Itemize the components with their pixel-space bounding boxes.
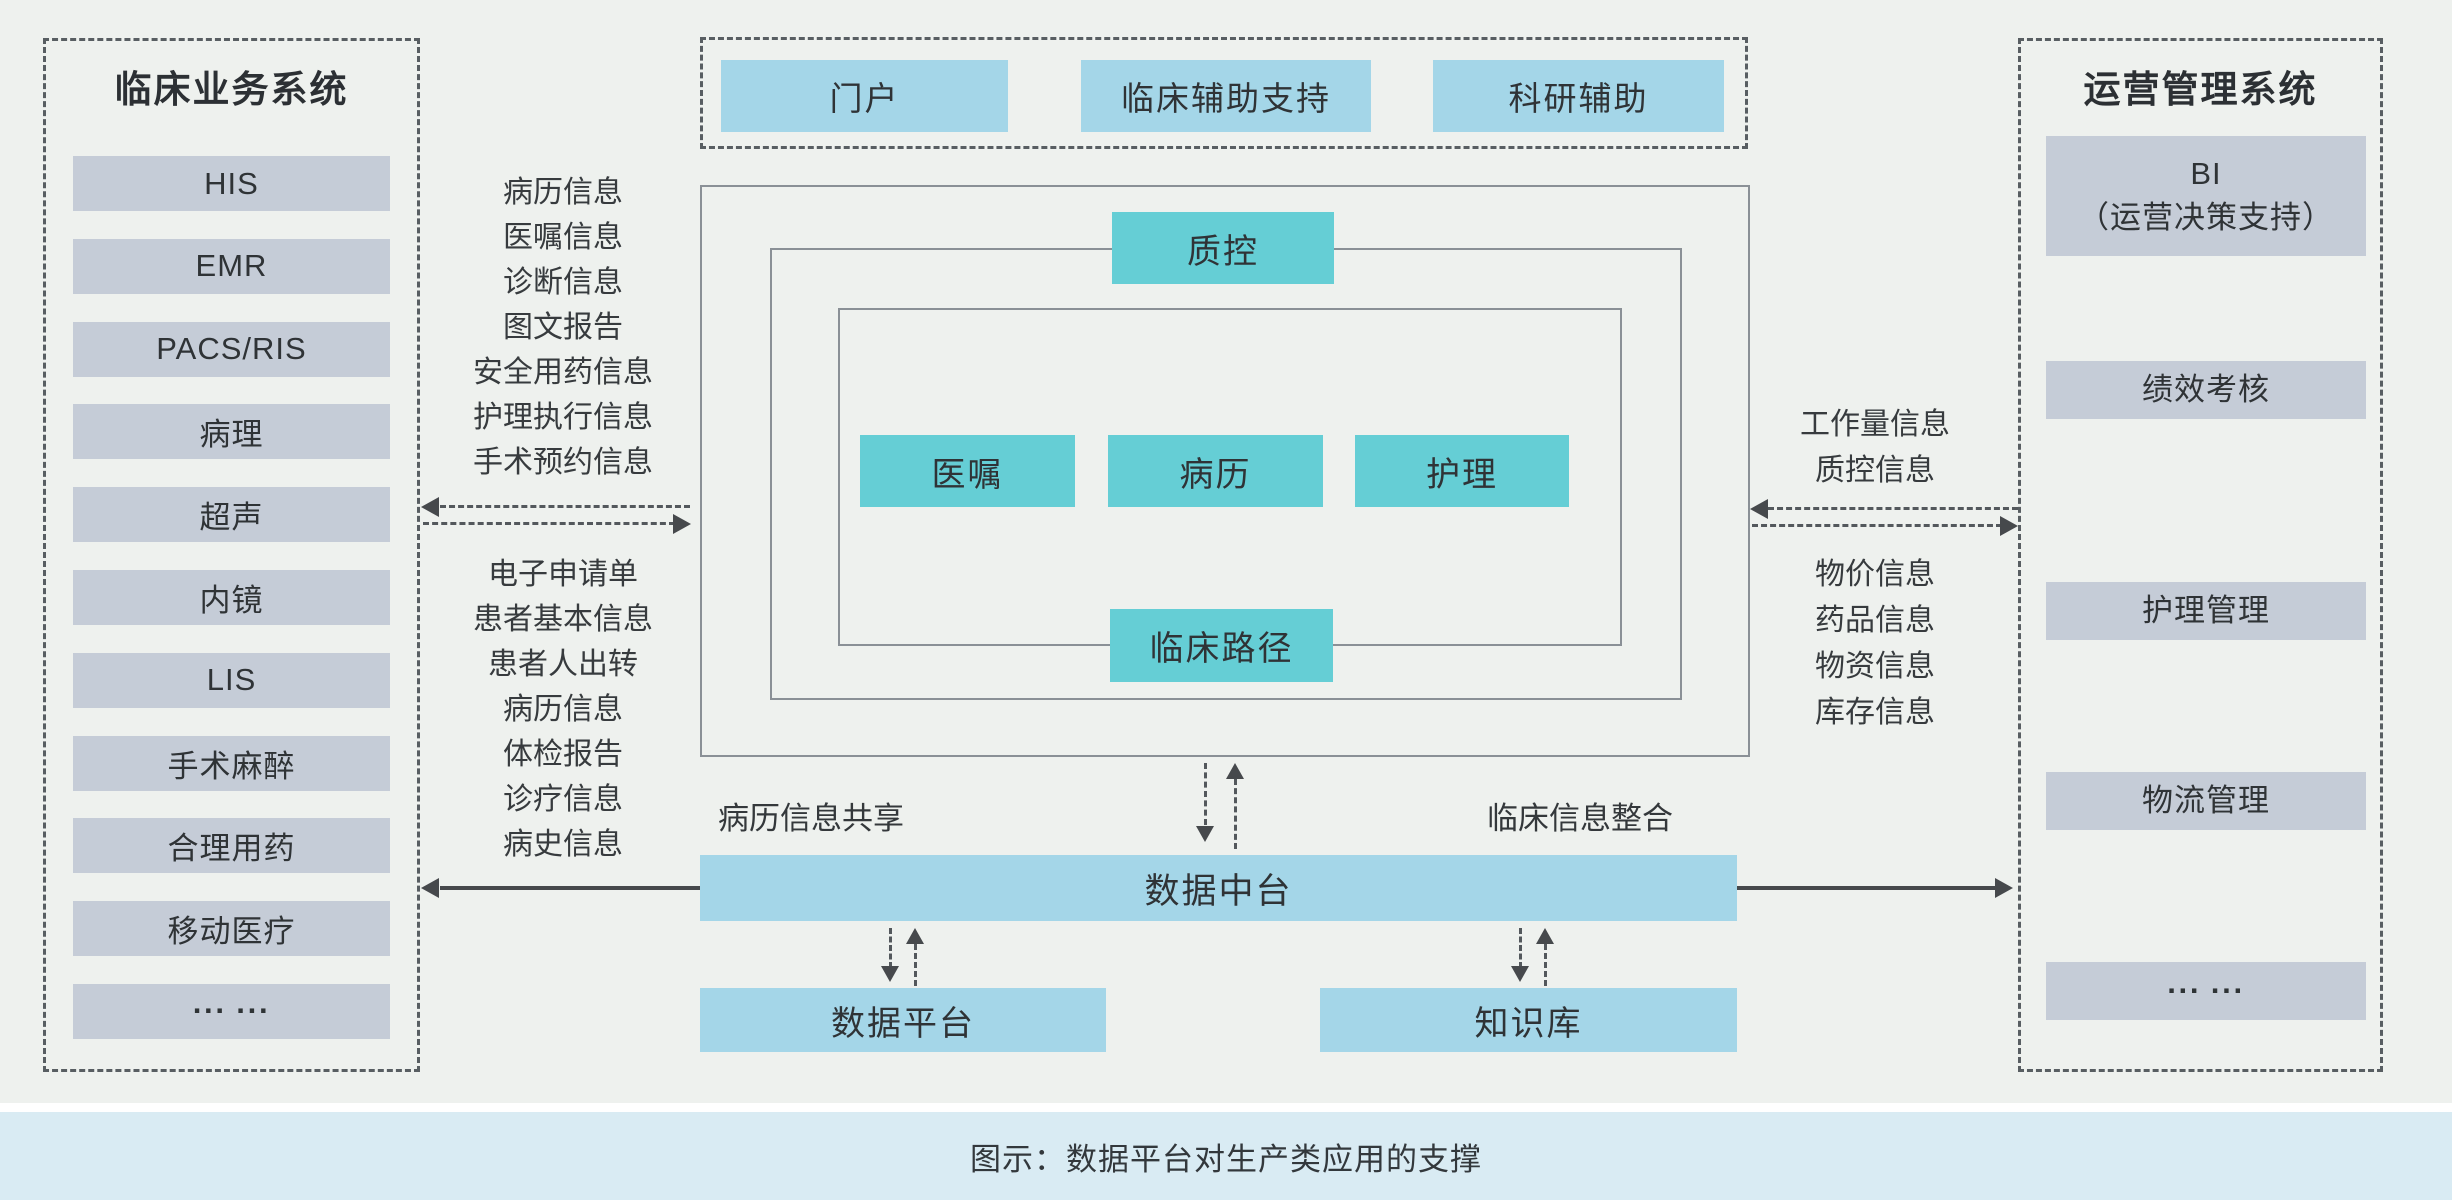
bar-to-knowledge-line-down xyxy=(1519,928,1522,968)
system-item-ultrasound: 超声 xyxy=(73,487,390,543)
right-exchange-line-out xyxy=(1768,507,2018,510)
data-platform-box: 数据平台 xyxy=(700,988,1106,1052)
bar-to-operations-line xyxy=(1737,886,1997,890)
app-clinical-assist: 临床辅助支持 xyxy=(1081,60,1371,132)
system-item-his: HIS xyxy=(73,156,390,211)
diagram-caption: 图示：数据平台对生产类应用的支撑 xyxy=(970,1141,1482,1177)
bar-to-knowledge-arrowhead-down-icon xyxy=(1511,966,1529,982)
clinical-systems-panel: 临床业务系统 HIS EMR PACS/RIS 病理 超声 内镜 LIS 手术麻… xyxy=(43,38,420,1072)
right-outbound-info: 工作量信息 质控信息 xyxy=(1750,402,2000,494)
core-outer-rect xyxy=(700,185,1750,757)
system-item-endoscopy: 内镜 xyxy=(73,569,390,625)
caption-strip: 图示：数据平台对生产类应用的支撑 xyxy=(0,1112,2452,1200)
core-to-platform-arrowhead-down-icon xyxy=(1196,826,1214,842)
core-pathway-box: 临床路径 xyxy=(1110,609,1333,682)
ops-item-logistics-mgmt: 物流管理 xyxy=(2046,772,2366,830)
info-line: 诊断信息 xyxy=(503,266,623,299)
info-line: 物价信息 xyxy=(1815,558,1935,591)
system-item-pacs-ris: PACS/RIS xyxy=(73,321,390,377)
knowledge-to-bar-arrowhead-up-icon xyxy=(1536,928,1554,944)
right-exchange-arrowhead-right-icon xyxy=(2000,516,2018,536)
system-item-emr: EMR xyxy=(73,238,390,294)
dataplatform-to-bar-line-up xyxy=(914,944,917,986)
info-line: 质控信息 xyxy=(1815,454,1935,487)
ops-item-performance: 绩效考核 xyxy=(2046,361,2366,419)
left-exchange-arrowhead-right-icon xyxy=(673,514,691,534)
system-item-lis: LIS xyxy=(73,652,390,708)
app-research-assist: 科研辅助 xyxy=(1433,60,1724,132)
core-to-platform-line-down xyxy=(1204,763,1207,825)
left-exchange-arrowhead-left-icon xyxy=(421,497,439,517)
left-outbound-info: 病历信息 医嘱信息 诊断信息 图文报告 安全用药信息 护理执行信息 手术预约信息 xyxy=(438,170,688,485)
ops-item-nursing-mgmt: 护理管理 xyxy=(2046,582,2366,640)
bar-to-dataplatform-line-down xyxy=(889,928,892,968)
left-exchange-line-out xyxy=(440,505,690,508)
ops-item-bi: BI （运营决策支持） xyxy=(2046,136,2366,256)
info-line: 库存信息 xyxy=(1815,696,1935,729)
info-line: 药品信息 xyxy=(1815,604,1935,637)
bar-to-dataplatform-arrowhead-down-icon xyxy=(881,966,899,982)
core-quality-box: 质控 xyxy=(1112,212,1334,284)
top-apps-panel: 门户 临床辅助支持 科研辅助 xyxy=(700,37,1748,149)
info-line: 工作量信息 xyxy=(1800,408,1950,441)
knowledge-base-box: 知识库 xyxy=(1320,988,1737,1052)
system-item-ellipsis: ··· ··· xyxy=(73,983,390,1039)
data-middle-platform-bar: 数据中台 xyxy=(700,855,1737,921)
core-nursing-box: 护理 xyxy=(1355,435,1569,507)
dataplatform-to-bar-arrowhead-up-icon xyxy=(906,928,924,944)
info-line: 病史信息 xyxy=(503,828,623,861)
info-line: 体检报告 xyxy=(503,738,623,771)
operations-panel: 运营管理系统 BI （运营决策支持） 绩效考核 护理管理 物流管理 ··· ··… xyxy=(2018,38,2383,1072)
clinical-integrate-label: 临床信息整合 xyxy=(1487,801,1673,836)
info-line: 电子申请单 xyxy=(488,558,638,591)
system-item-mobile-medical: 移动医疗 xyxy=(73,901,390,957)
right-exchange-arrowhead-left-icon xyxy=(1750,499,1768,519)
diagram-background: 临床业务系统 HIS EMR PACS/RIS 病理 超声 内镜 LIS 手术麻… xyxy=(0,0,2452,1103)
core-orders-box: 医嘱 xyxy=(860,435,1075,507)
system-item-rational-drug: 合理用药 xyxy=(73,818,390,874)
clinical-systems-list: HIS EMR PACS/RIS 病理 超声 内镜 LIS 手术麻醉 合理用药 … xyxy=(73,156,390,1039)
core-records-box: 病历 xyxy=(1108,435,1323,507)
info-line: 患者基本信息 xyxy=(473,603,653,636)
info-line: 病历信息 xyxy=(503,176,623,209)
info-line: 医嘱信息 xyxy=(503,221,623,254)
operations-title: 运营管理系统 xyxy=(2083,69,2318,110)
right-exchange-line-in xyxy=(1752,524,2002,527)
bar-to-operations-arrowhead-icon xyxy=(1995,878,2013,898)
right-inbound-info: 物价信息 药品信息 物资信息 库存信息 xyxy=(1750,552,2000,736)
ops-item-ellipsis: ··· ··· xyxy=(2046,962,2366,1020)
info-line: 手术预约信息 xyxy=(473,446,653,479)
left-inbound-info: 电子申请单 患者基本信息 患者人出转 病历信息 体检报告 诊疗信息 病史信息 xyxy=(438,552,688,867)
record-share-label: 病历信息共享 xyxy=(718,801,904,836)
bar-to-clinical-arrowhead-icon xyxy=(421,878,439,898)
info-line: 患者人出转 xyxy=(488,648,638,681)
platform-to-core-line-up xyxy=(1234,779,1237,849)
bar-to-clinical-line xyxy=(440,886,700,890)
app-portal: 门户 xyxy=(721,60,1008,132)
info-line: 护理执行信息 xyxy=(473,401,653,434)
info-line: 诊疗信息 xyxy=(503,783,623,816)
info-line: 物资信息 xyxy=(1815,650,1935,683)
info-line: 病历信息 xyxy=(503,693,623,726)
system-item-anesthesia: 手术麻醉 xyxy=(73,735,390,791)
info-line: 安全用药信息 xyxy=(473,356,653,389)
info-line: 图文报告 xyxy=(503,311,623,344)
platform-to-core-arrowhead-up-icon xyxy=(1226,763,1244,779)
left-exchange-line-in xyxy=(423,522,675,525)
knowledge-to-bar-line-up xyxy=(1544,944,1547,986)
system-item-pathology: 病理 xyxy=(73,404,390,460)
clinical-systems-title: 临床业务系统 xyxy=(114,69,349,110)
